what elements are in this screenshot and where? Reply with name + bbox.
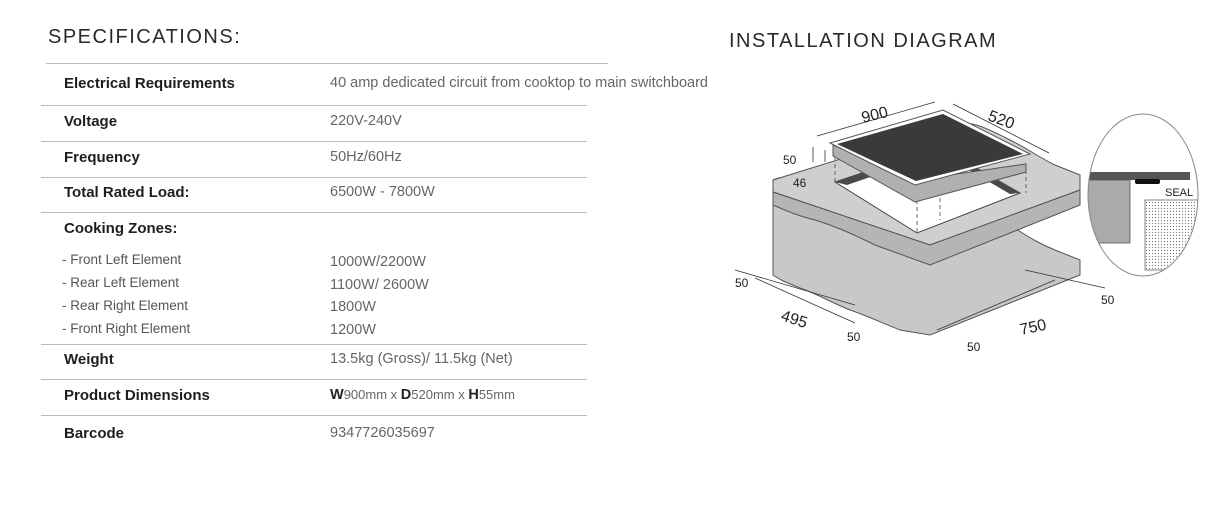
zone-value: 1100W/ 2600W (330, 277, 429, 293)
projection-lines (834, 150, 1027, 233)
zone-value: 1800W (330, 299, 376, 315)
divider (41, 344, 587, 345)
width-letter: W (330, 387, 344, 403)
cooktop-width-label: 900 (860, 104, 890, 127)
spec-label: Electrical Requirements (64, 75, 235, 92)
zone-name: - Rear Left Element (62, 275, 180, 290)
installation-diagram-title: INSTALLATION DIAGRAM (729, 30, 998, 52)
cutout-width-label: 750 (1018, 317, 1048, 339)
spec-label: Frequency (64, 149, 140, 166)
spec-label: Voltage (64, 113, 118, 130)
depth-value: 520mm x (411, 387, 469, 402)
seal-label: SEAL (1165, 187, 1193, 199)
divider (41, 177, 587, 178)
divider (41, 379, 587, 380)
specifications-title: SPECIFICATIONS: (48, 26, 242, 48)
spec-value: 50Hz/60Hz (330, 149, 402, 165)
depth-letter: D (400, 387, 412, 403)
dimension-lines (734, 101, 1106, 331)
spec-label: Barcode (64, 425, 125, 442)
spec-value: 9347726035697 (330, 425, 435, 441)
seal-detail: SEAL (1087, 113, 1199, 277)
cooktop-depth-label: 520 (986, 108, 1017, 133)
divider (41, 105, 587, 106)
spec-label: Total Rated Load: (64, 184, 190, 201)
clearance-left-label: 50 (735, 276, 749, 290)
clearance-front-left-label: 50 (847, 330, 861, 344)
height-letter: H (468, 387, 479, 403)
spec-value: 40 amp dedicated circuit from cooktop to… (330, 75, 708, 91)
zone-name: - Rear Right Element (62, 298, 189, 313)
spec-value: 220V-240V (330, 113, 402, 129)
spec-label: Product Dimensions (64, 387, 210, 404)
zone-name: - Front Left Element (62, 252, 182, 267)
cutout-depth-label: 495 (779, 308, 810, 332)
height-value: 55mm (478, 387, 515, 402)
width-value: 900mm x (343, 387, 401, 402)
clearance-right-label: 50 (1101, 293, 1115, 307)
spec-value: 6500W - 7800W (330, 184, 435, 200)
spec-value-dimensions: W900mm x D520mm x H55mm (330, 387, 515, 403)
zone-value: 1000W/2200W (330, 254, 426, 270)
zone-name: - Front Right Element (62, 321, 191, 336)
height-inner-label: 46 (793, 176, 807, 190)
divider (41, 141, 587, 142)
spec-value: 13.5kg (Gross)/ 11.5kg (Net) (330, 351, 513, 367)
height-outer-label: 50 (783, 153, 797, 167)
divider (41, 212, 587, 213)
spec-label: Weight (64, 351, 114, 368)
zone-value: 1200W (330, 322, 376, 338)
divider (41, 415, 587, 416)
divider (46, 63, 608, 64)
installation-diagram: 900 520 50 46 50 495 50 50 750 50 (734, 101, 1199, 354)
spec-label: Cooking Zones: (64, 220, 178, 237)
clearance-front-right-label: 50 (967, 340, 981, 354)
cooktop (828, 109, 1032, 203)
